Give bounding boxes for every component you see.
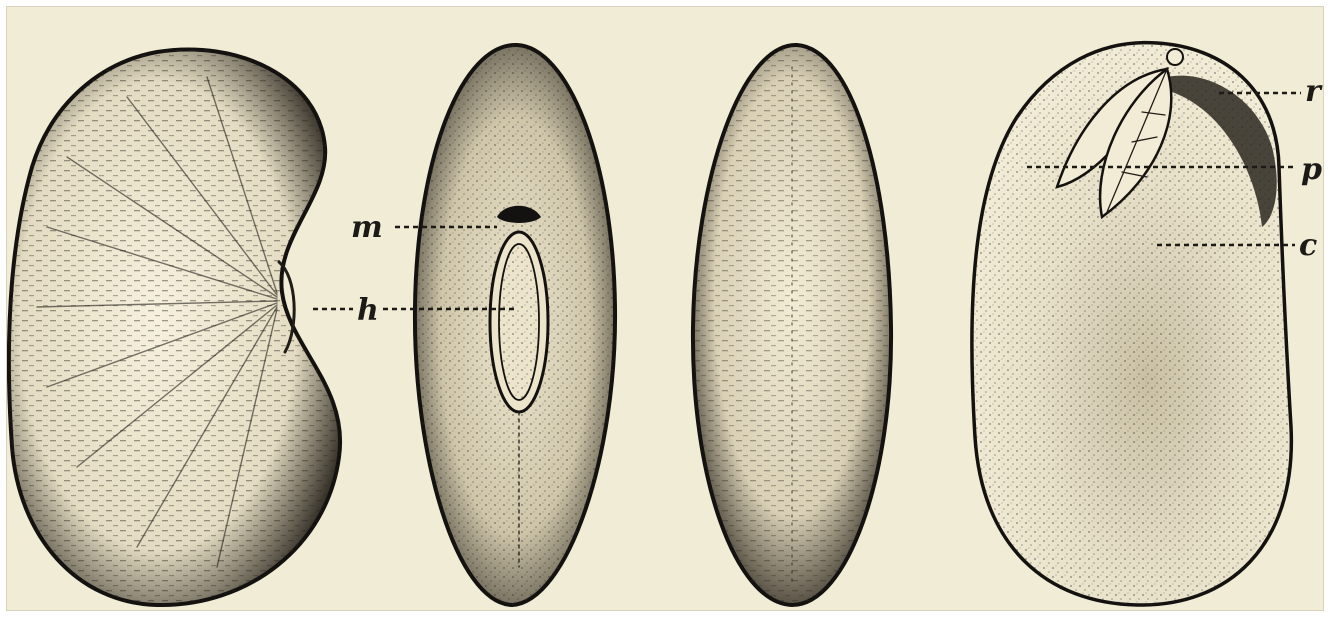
label-c: c [1299, 228, 1317, 263]
label-r: r [1305, 74, 1323, 109]
bean-back-edge-view [693, 45, 891, 605]
label-m: m [351, 210, 383, 245]
bean-hilum-edge-view [415, 45, 615, 605]
bean-side-view [9, 49, 340, 605]
bean-seed-plate: m h r p c [7, 7, 1324, 611]
bean-seed-figure: m h r p c [6, 6, 1324, 611]
bean-embryo-view [972, 43, 1292, 605]
label-p: p [1301, 152, 1322, 187]
label-h: h [357, 293, 379, 328]
